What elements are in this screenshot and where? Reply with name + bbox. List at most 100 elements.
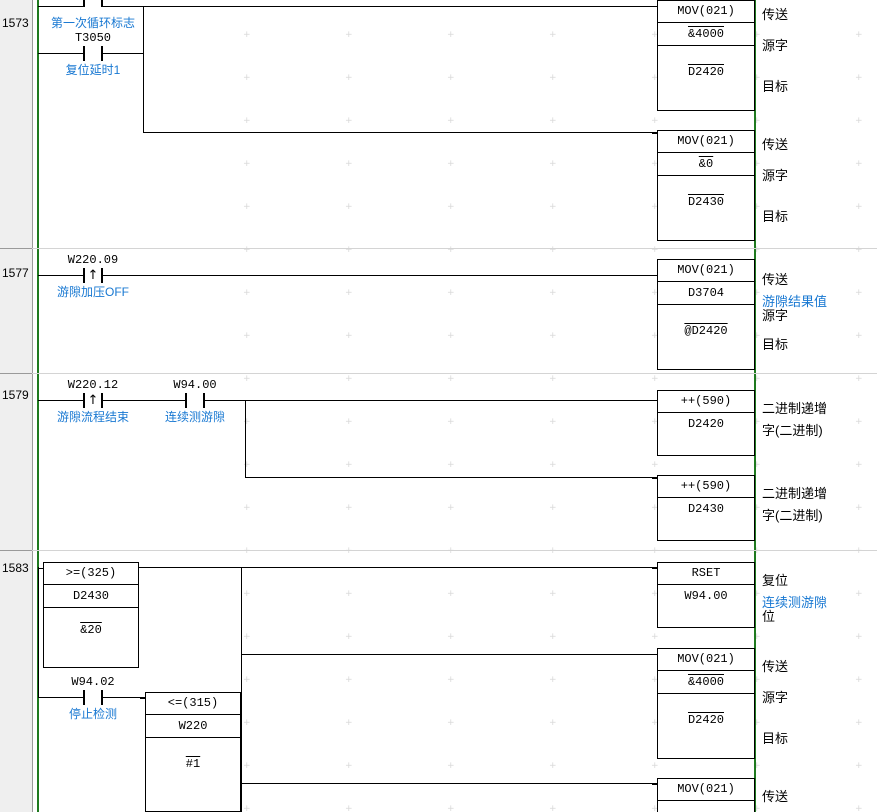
grid-dot [651,119,656,124]
right-power-rail-1577 [754,249,756,373]
block-stub-left [652,784,658,785]
operand-text: &20 [80,623,102,637]
grid-dot [345,721,350,726]
annotation-1583-b2-3: 目标 [762,731,789,746]
contact-comment-1579-2: 连续测游隙 [164,410,225,424]
grid-dot [345,76,350,81]
contact-1579-clearance-flow-end[interactable]: ↑ [83,393,103,408]
grid-dot [855,377,860,382]
gutter-cell-1577[interactable] [0,249,32,374]
instruction-block-mov-1573-1[interactable]: MOV(021) &4000 D2420 [652,0,755,111]
wire-1579-c [205,400,245,401]
wire-1579-to-inc1 [245,400,657,401]
wire-1583-from-ge [139,567,657,568]
instruction-block-mov-1583-1[interactable]: MOV(021) &4000 D2420 [652,648,755,759]
instruction-block-cmp-le-1583[interactable]: <=(315) W220 #1 [140,692,241,812]
operand-text: D2430 [687,195,724,209]
rung-number-1577: 1577 [2,266,29,280]
annotation-1577-b1-1: 传送 [762,272,789,287]
instruction-block-inc-1579-2[interactable]: ++(590) D2430 [652,475,755,541]
contact-1573-reset-delay-1[interactable] [83,46,103,61]
block-operand-2: @D2420 [658,322,754,340]
grid-dot [447,205,452,210]
grid-dot [549,721,554,726]
contact-1577-clearance-press-off[interactable]: ↑ [83,268,103,283]
contact-1573-first-cycle-flag[interactable] [83,0,103,7]
grid-dot [651,506,656,511]
block-operand-1: &4000 [658,671,754,694]
grid-dot [243,334,248,339]
grid-dot [855,420,860,425]
grid-dot [855,334,860,339]
contact-1579-continuous-clearance-measure[interactable] [185,393,205,408]
grid-dot [651,420,656,425]
annotation-1583-b2-1: 传送 [762,659,789,674]
block-operand-2: D2420 [658,711,754,729]
instruction-block-inc-1579-1[interactable]: ++(590) D2420 [652,390,755,456]
contact-bar-right [101,0,103,7]
instruction-block-mov-1583-2[interactable]: MOV(021) [652,778,755,812]
grid-dot [549,162,554,167]
grid-dot [243,764,248,769]
grid-dot [345,592,350,597]
instruction-block-mov-1573-2[interactable]: MOV(021) &0 D2430 [652,130,755,241]
gutter-cell-1583[interactable] [0,551,32,812]
operand-text: D2420 [687,713,724,727]
annotation-1583-b1-operand-comment: 连续测游隙 [762,595,828,610]
wire-1583-a [38,697,83,698]
grid-dot [651,334,656,339]
grid-dot [447,76,452,81]
rising-edge-arrow-icon: ↑ [87,393,99,408]
wire-1583-to-mov2 [241,783,657,784]
grid-dot [345,635,350,640]
gutter-cell-1579[interactable] [0,374,32,551]
contact-comment-1573-1: 第一次循环标志 [50,16,135,30]
wire-1579-a [38,400,83,401]
annotation-1573-b2-1: 传送 [762,137,789,152]
grid-dot [243,721,248,726]
grid-dot [549,119,554,124]
grid-dot [345,807,350,812]
grid-dot [345,162,350,167]
grid-dot [447,506,452,511]
branch-link-1573 [143,6,144,54]
contact-bar-right [101,46,103,61]
block-operand-1: W94.00 [684,589,728,603]
grid-dot [447,291,452,296]
grid-dot [651,592,656,597]
grid-dot [651,162,656,167]
contact-bar-left [83,0,85,7]
contact-bar-left [83,690,85,705]
operand-text: &4000 [687,675,724,689]
rung-number-1583: 1583 [2,561,29,575]
grid-dot [855,33,860,38]
right-power-rail-1573 [754,0,756,248]
block-name: MOV(021) [658,0,754,23]
contact-bar-left [83,46,85,61]
annotation-1583-b3-1: 传送 [762,789,789,804]
instruction-block-mov-1577-1[interactable]: MOV(021) D3704 @D2420 [652,259,755,370]
grid-dot [447,635,452,640]
grid-dot [447,678,452,683]
contact-1583-stop-detect[interactable] [83,690,103,705]
block-stub-left [140,698,146,699]
instruction-block-rset-1583[interactable]: RSET W94.00 [652,562,755,628]
contact-comment-1583-1: 停止检测 [68,707,117,721]
block-stub-left [652,568,658,569]
grid-dot [855,76,860,81]
rung-separator-3 [32,550,877,551]
block-operand-1: &4000 [658,23,754,46]
grid-dot [651,205,656,210]
grid-dot [855,119,860,124]
grid-dot [855,162,860,167]
wire-1579-b [103,400,185,401]
wire-1573-r2-right [103,53,143,54]
gutter-cell-1573[interactable] [0,0,32,249]
instruction-block-cmp-ge-1583[interactable]: >=(325) D2430 &20 [38,562,139,668]
grid-dot [243,635,248,640]
grid-dot [345,334,350,339]
block-name: RSET [658,562,754,585]
block-operand-2: #1 [146,755,240,773]
operand-text: D2420 [687,65,724,79]
